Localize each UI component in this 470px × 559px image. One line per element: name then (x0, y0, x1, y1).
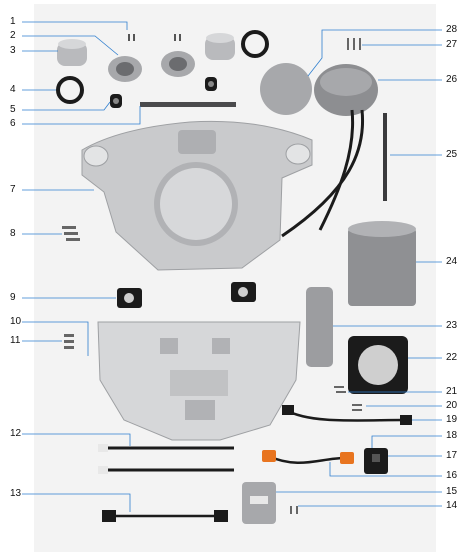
callout-17: 17 (446, 450, 458, 461)
callout-25: 25 (446, 149, 458, 160)
callout-3: 3 (10, 45, 16, 56)
cylinder (348, 221, 416, 306)
plug (102, 510, 228, 522)
shaft-cap (57, 39, 87, 66)
callout-19: 19 (446, 414, 458, 425)
bar (140, 102, 236, 107)
callout-14: 14 (446, 500, 458, 511)
screw-pack (64, 334, 74, 349)
motor-hub (281, 64, 378, 238)
callout-10: 10 (10, 316, 22, 327)
callout-26: 26 (446, 74, 458, 85)
cable-clip (110, 94, 122, 108)
callout-1: 1 (10, 16, 16, 27)
leader-lines (276, 29, 442, 507)
leader-lines (22, 21, 141, 512)
battery-box (242, 482, 276, 524)
callout-21: 21 (446, 386, 458, 397)
callout-9: 9 (10, 292, 16, 303)
long-bar (383, 113, 387, 201)
gear-ring (161, 51, 195, 77)
grommet (56, 76, 84, 104)
rubber-pad (117, 288, 142, 308)
small-module (364, 448, 388, 474)
gear-ring (108, 56, 142, 82)
callout-8: 8 (10, 228, 16, 239)
orange-cable (262, 450, 354, 465)
shaft-cap (205, 33, 235, 60)
callout-18: 18 (446, 430, 458, 441)
rubber-pad (231, 282, 256, 302)
callout-16: 16 (446, 470, 458, 481)
callout-5: 5 (10, 104, 16, 115)
callout-15: 15 (446, 486, 458, 497)
callout-12: 12 (10, 428, 22, 439)
callout-4: 4 (10, 84, 16, 95)
top-cover (81, 120, 313, 271)
callout-20: 20 (446, 400, 458, 411)
harness (98, 444, 234, 474)
screw-pack (62, 226, 80, 241)
callout-11: 11 (10, 335, 21, 346)
callout-2: 2 (10, 30, 16, 41)
callout-24: 24 (446, 256, 458, 267)
callout-7: 7 (10, 184, 16, 195)
round-plate (260, 63, 312, 115)
grommet (241, 30, 269, 58)
pad-plate (306, 287, 333, 367)
callout-23: 23 (446, 320, 458, 331)
callout-6: 6 (10, 118, 16, 129)
callout-22: 22 (446, 352, 458, 363)
bottom-frame (97, 321, 301, 441)
callout-13: 13 (10, 488, 22, 499)
callout-27: 27 (446, 39, 458, 50)
square-bracket (348, 336, 408, 394)
cable-clip (205, 77, 217, 91)
callout-28: 28 (446, 24, 458, 35)
